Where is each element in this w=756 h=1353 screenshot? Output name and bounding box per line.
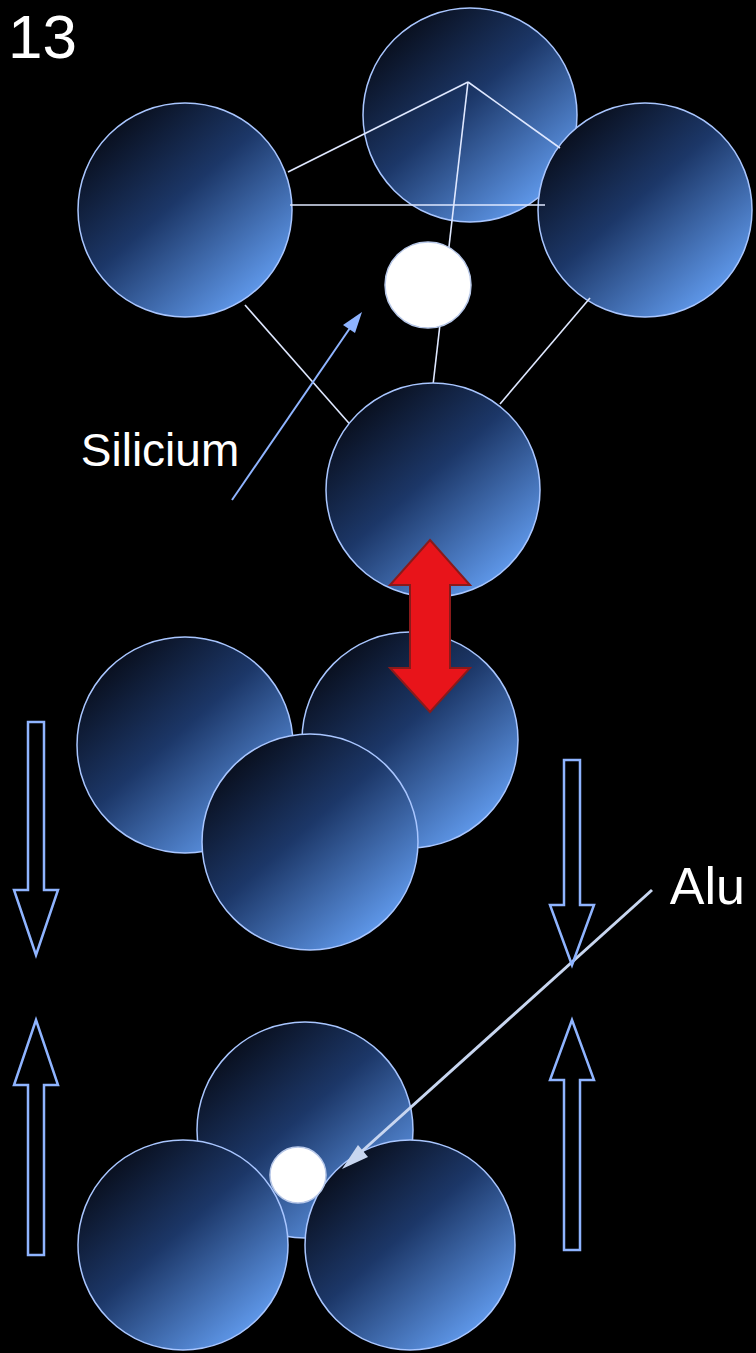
oxygen-sphere (305, 1140, 515, 1350)
slide-number: 13 (8, 6, 77, 68)
down-arrow (14, 722, 58, 955)
leader-arrow (342, 890, 652, 1169)
up-arrow (550, 1020, 594, 1250)
oxygen-sphere (202, 734, 418, 950)
down-arrow (550, 760, 594, 965)
double-arrow (390, 540, 470, 712)
oxygen-sphere (538, 103, 752, 317)
aluminium-atom (270, 1147, 326, 1203)
oxygen-sphere (78, 1140, 288, 1350)
part-label: Silicium (81, 427, 239, 473)
part-label: Alu (670, 860, 745, 912)
up-arrow (14, 1020, 58, 1255)
silicon-atom (385, 242, 471, 328)
oxygen-sphere (78, 103, 292, 317)
leader-arrow (232, 312, 362, 500)
